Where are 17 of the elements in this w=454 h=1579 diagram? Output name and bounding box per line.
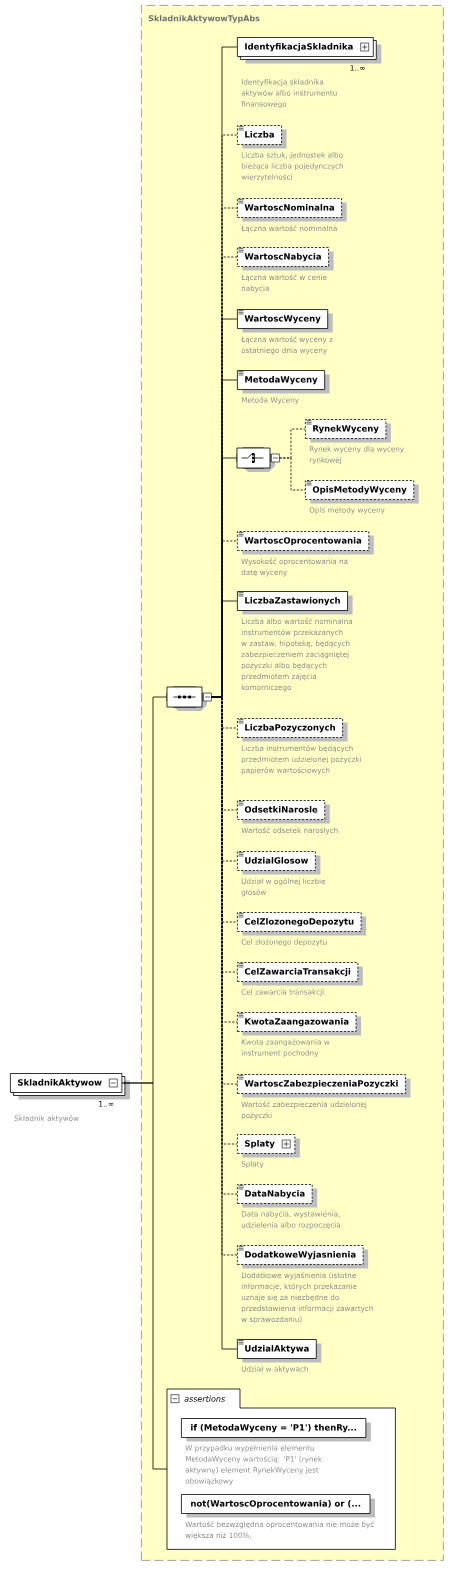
element-box: DodatkoweWyjasnienia [237,1245,369,1269]
element-box: LiczbaPozyczonych [237,718,348,742]
element-box: KwotaZaangazowania [237,1012,362,1036]
assertion-box: if (MetodaWyceny = 'P1') thenRy... [181,1418,371,1442]
connector-line [121,1082,168,1470]
element-box: CelZlozonegoDepozytu [237,912,367,936]
element-box: Liczba [237,125,287,149]
type-heading: SkladnikAktywowTypAbs [148,15,260,23]
element-box: OpisMetodyWyceny [305,480,419,504]
element-box: IdentyfikacjaSkladnika [237,37,382,64]
assertion-box: not(WartoscOprocentowania) or (... [181,1494,376,1518]
element-box: Splaty [237,1134,300,1158]
element-box: RynekWyceny [305,419,391,443]
element-box: CelZawarciaTransakcji [237,962,363,986]
element-box: WartoscOprocentowania [237,531,374,555]
element-box: WartoscZabezpieczeniaPozyczki [237,1074,411,1098]
connector-line [279,457,306,491]
